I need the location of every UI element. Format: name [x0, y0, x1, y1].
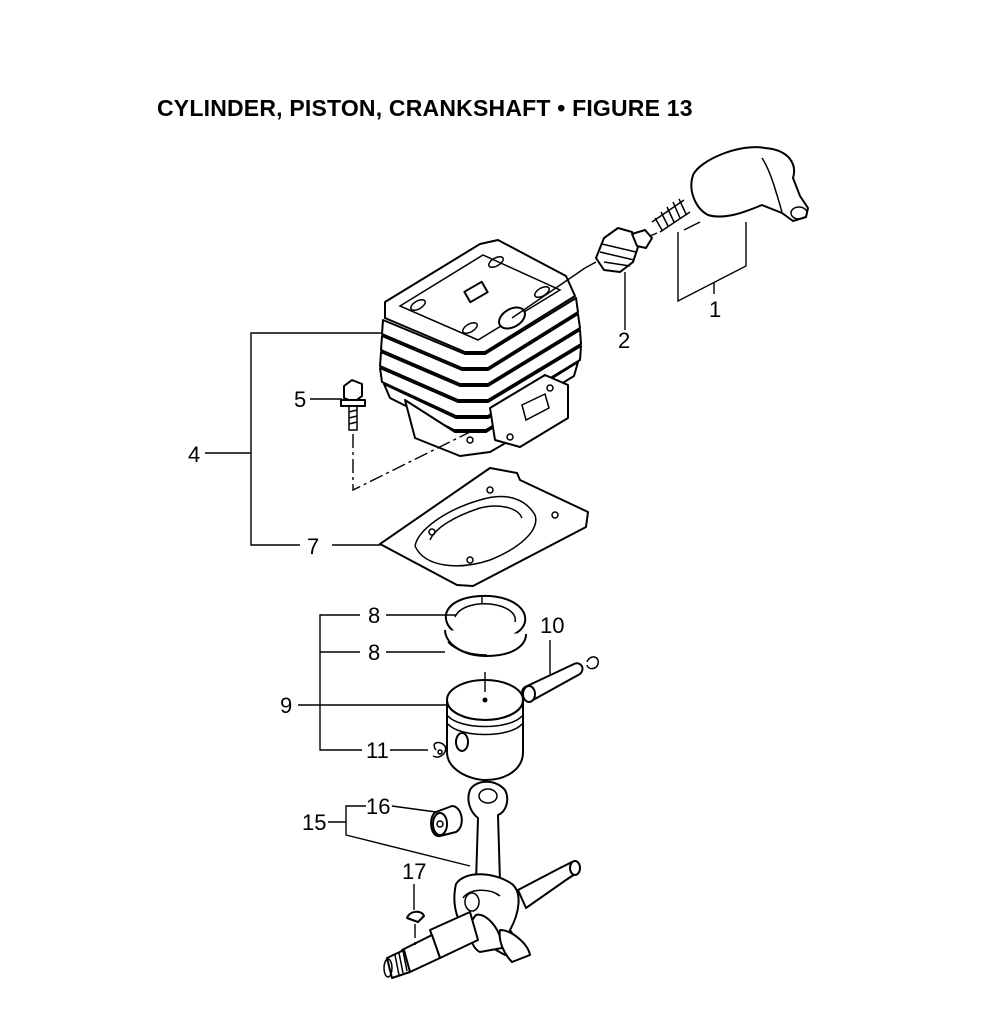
cylinder-bolt [340, 379, 471, 492]
callout-leader-15-16 [328, 805, 471, 867]
spark-plug [584, 227, 658, 273]
callout-16: 16 [366, 794, 390, 819]
callout-leader-1 [677, 222, 747, 303]
callout-17: 17 [402, 859, 426, 884]
needle-bearing [430, 805, 463, 838]
callout-15: 15 [302, 810, 326, 835]
piston [446, 672, 524, 800]
callout-9: 9 [280, 693, 292, 718]
callout-leader-9-bracket [298, 614, 456, 751]
callout-leader-4 [205, 332, 383, 546]
callout-7: 7 [307, 534, 319, 559]
piston-pin [521, 640, 599, 703]
boot-spring [651, 198, 701, 233]
crankshaft [383, 780, 581, 979]
callout-5: 5 [294, 387, 306, 412]
cylinder [379, 239, 586, 457]
piston-ring-lower [444, 629, 527, 657]
callout-11: 11 [366, 738, 389, 763]
figure-title: CYLINDER, PISTON, CRANKSHAFT • FIGURE 13 [157, 95, 693, 121]
callout-2: 2 [618, 328, 630, 353]
callout-4: 4 [188, 442, 200, 467]
spark-plug-boot [690, 146, 809, 222]
callout-1: 1 [709, 297, 721, 322]
callout-10: 10 [540, 613, 564, 638]
callout-8-upper: 8 [368, 603, 380, 628]
circlip [432, 741, 447, 758]
cylinder-gasket [379, 467, 589, 587]
callout-8-lower: 8 [368, 640, 380, 665]
